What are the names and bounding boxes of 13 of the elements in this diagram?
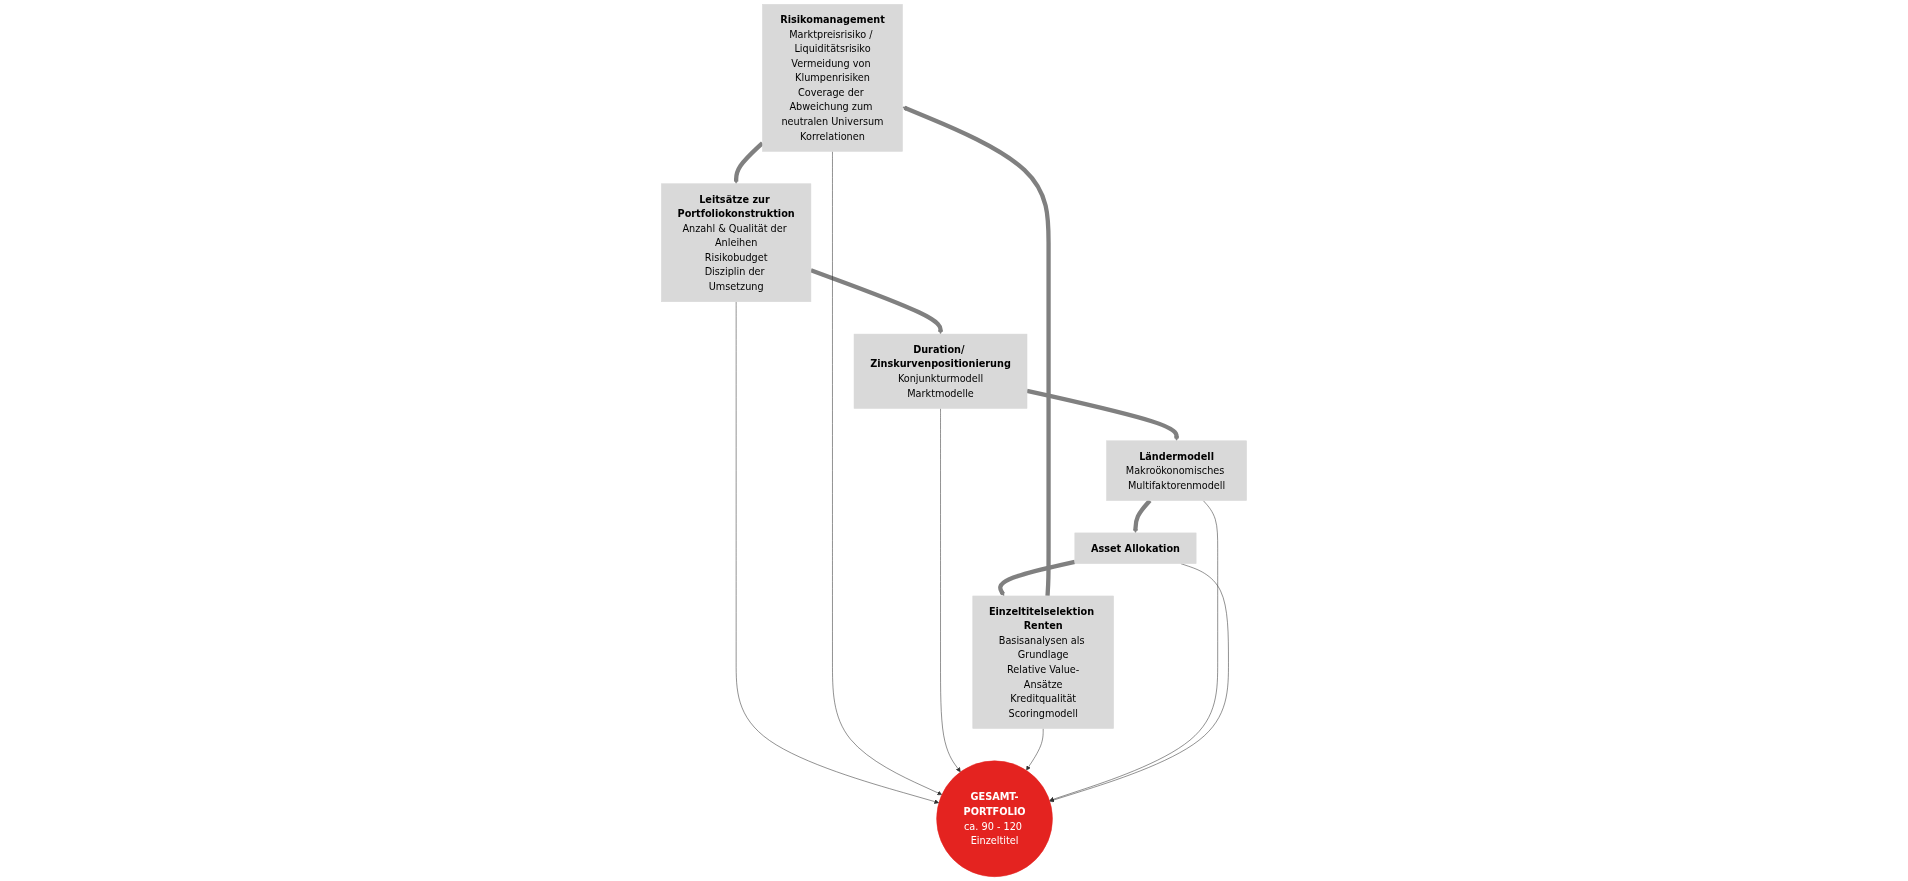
node-box: Asset Allokation — [1074, 532, 1197, 564]
arrow — [1133, 499, 1152, 534]
arrow — [733, 141, 764, 184]
node-box: Einzeltitelselektion Renten Basisanalysen als Grundlage Relative Value-Ansätze Kreditqualität Scoringmodell — [972, 595, 1114, 729]
arrow — [902, 105, 1051, 597]
arrow — [810, 268, 943, 335]
node-box: Risikomanagement Marktpreisrisiko / Liquiditätsrisiko Vermeidung von Klumpenrisiken Coverage der Abweichung zum neutralen Universum Korrelationen — [762, 4, 903, 152]
node-box: Duration/ Zinskurvenpositionierung Konjunkturmodell Marktmodelle — [853, 333, 1028, 409]
node-circle: GESAMT-PORTFOLIO ca. 90 - 120 Einzeltitel — [936, 760, 1053, 877]
arrow — [998, 559, 1076, 597]
node-box: Ländermodell Makroökonomisches Multifaktorenmodell — [1106, 440, 1247, 501]
arrow — [1026, 388, 1179, 441]
node-box: Leitsätze zur Portfoliokonstruktion Anzahl & Qualität der Anleihen Risikobudget Disziplin der Umsetzung — [661, 183, 812, 302]
